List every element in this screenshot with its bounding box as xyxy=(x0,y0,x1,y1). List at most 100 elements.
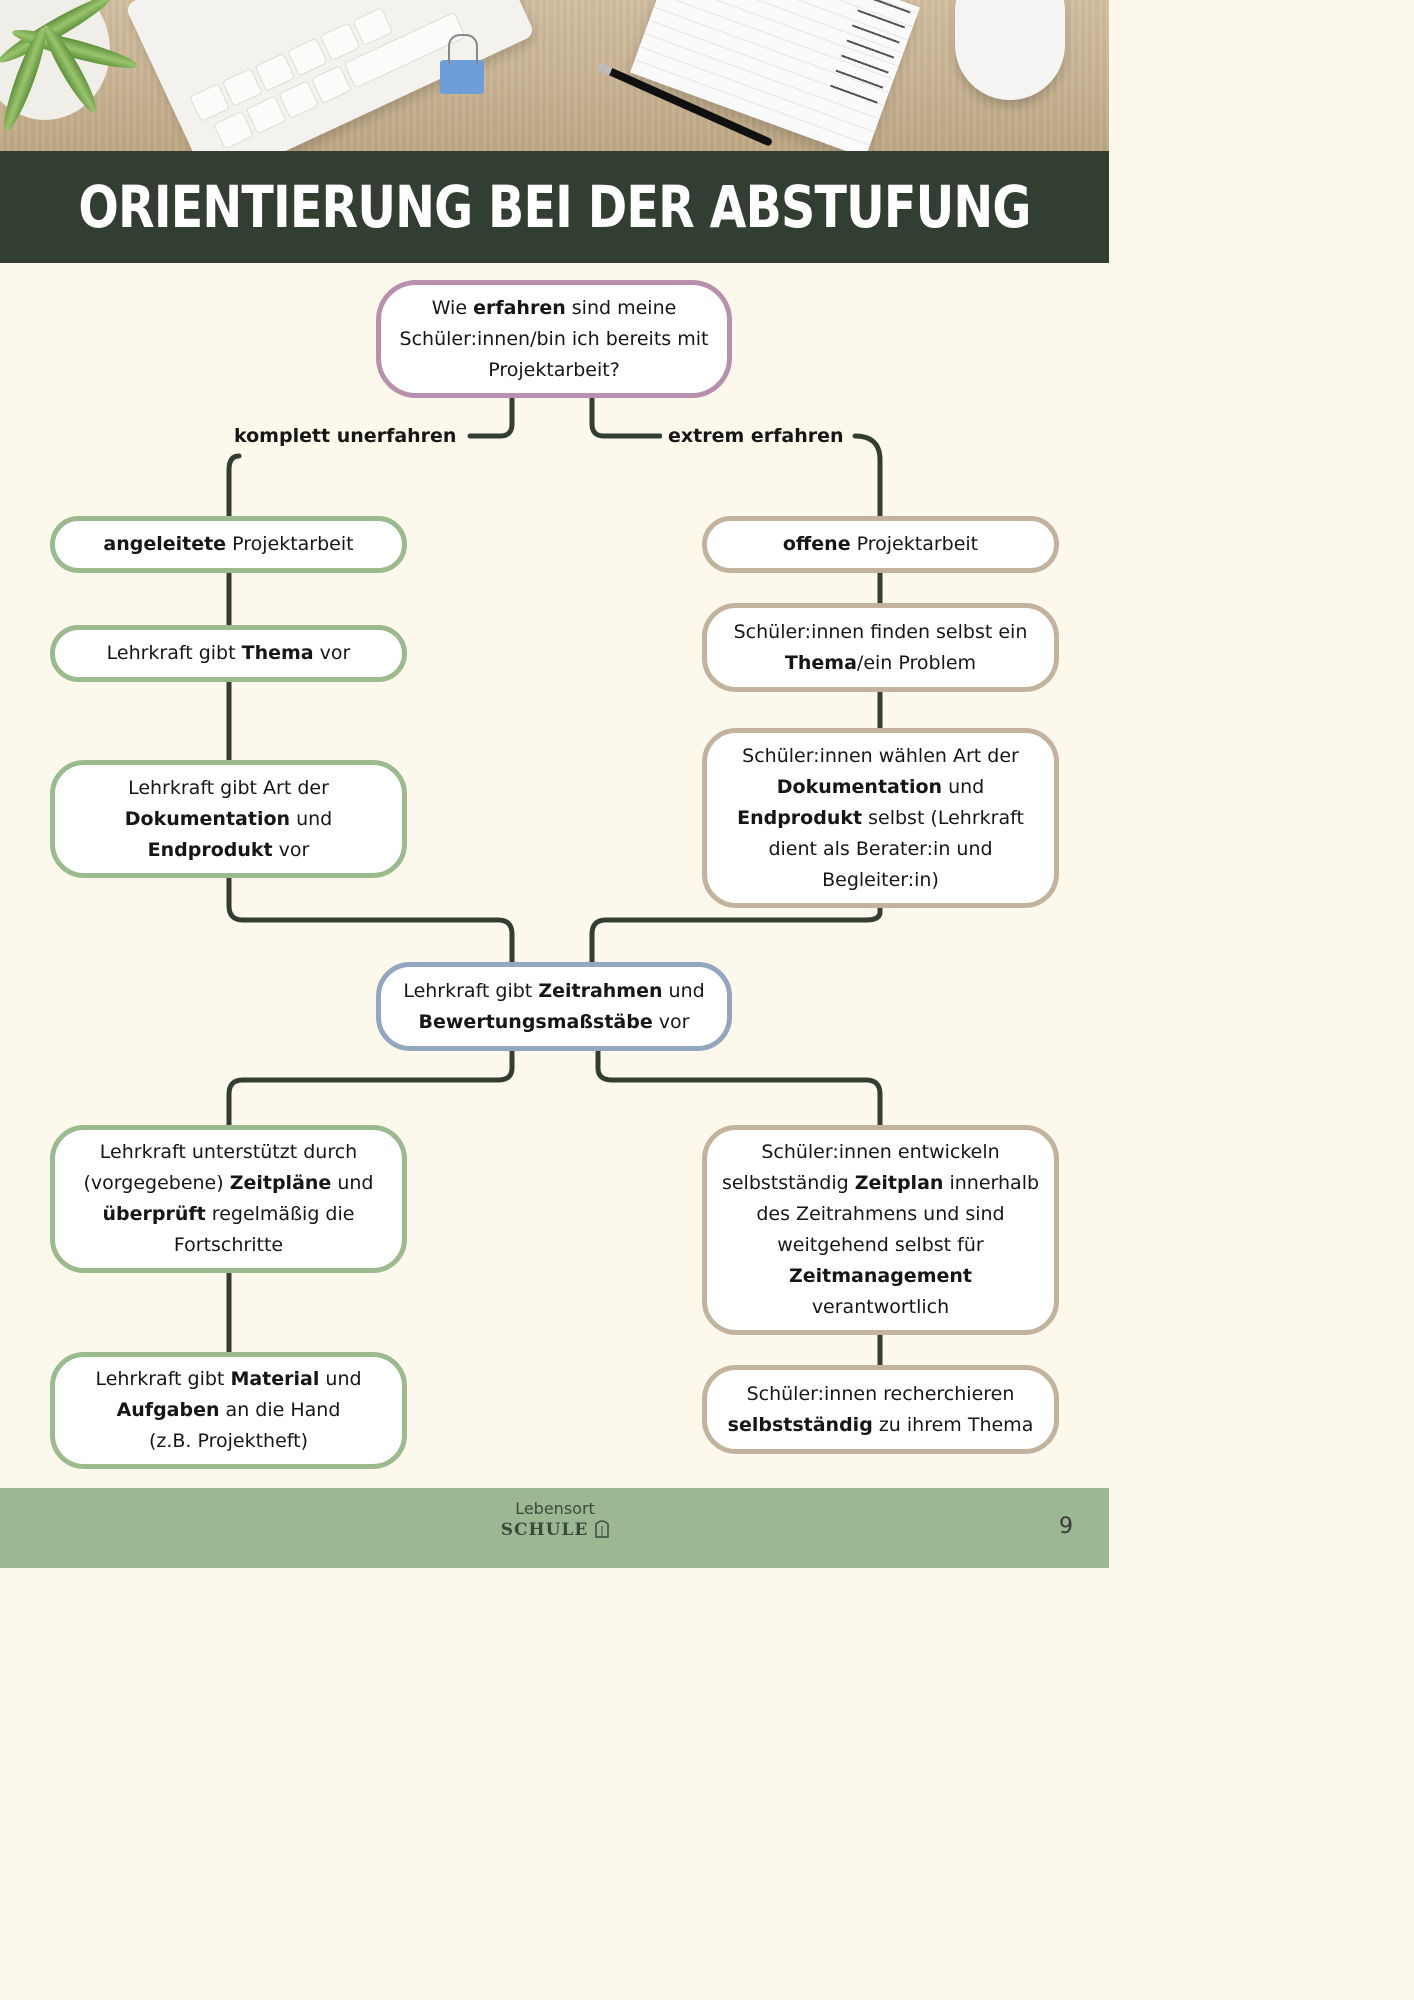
computer-mouse xyxy=(955,0,1065,100)
left-box-schedule: Lehrkraft unterstützt durch (vorgegebene… xyxy=(50,1125,407,1273)
text-part: /ein Problem xyxy=(856,651,977,674)
left-box-documentation: Lehrkraft gibt Art der Dokumentation und… xyxy=(50,760,407,878)
logo-bottom-text: SCHULE xyxy=(490,1518,620,1541)
connector-right-to-middle xyxy=(589,905,883,967)
logo-wordmark: SCHULE xyxy=(500,1520,589,1540)
question-text: Wie erfahren sind meine Schüler:innen/bi… xyxy=(400,293,709,386)
right-box-text: Schüler:innen entwickeln selbstständig Z… xyxy=(722,1137,1039,1323)
footer: Lebensort SCHULE 9 xyxy=(0,1488,1109,1568)
text-part: regelmäßig die xyxy=(205,1203,355,1225)
text-part: und xyxy=(319,1368,362,1390)
connector-question-right xyxy=(589,395,663,439)
question-text-part: sind meine xyxy=(565,296,677,319)
left-box-material: Lehrkraft gibt Material und Aufgaben an … xyxy=(50,1352,407,1469)
keyword: Zeitmanagement xyxy=(788,1265,972,1287)
text-part: Lehrkraft gibt Art der xyxy=(128,776,329,799)
right-box-research: Schüler:innen recherchieren selbstständi… xyxy=(702,1365,1059,1454)
text-part: Projektarbeit xyxy=(226,533,354,555)
header-photo xyxy=(0,0,1109,151)
right-box-text: offene Projektarbeit xyxy=(783,529,978,560)
text-part: Projektarbeit xyxy=(850,533,979,555)
question-text-part: Wie xyxy=(431,296,474,319)
text-part: (vorgegebene) xyxy=(83,1172,230,1194)
keyword: Zeitpläne xyxy=(229,1172,332,1194)
keyword: Zeitplan xyxy=(854,1172,944,1194)
text-part: vor xyxy=(313,642,351,664)
branch-label-inexperienced: komplett unerfahren xyxy=(228,423,463,449)
right-box-topic: Schüler:innen finden selbst ein Thema/ei… xyxy=(702,603,1059,692)
connector-middle-to-left xyxy=(226,1047,515,1130)
text-part: dient als Berater:in und xyxy=(768,837,993,860)
keyword: Endprodukt xyxy=(147,838,273,861)
left-box-topic: Lehrkraft gibt Thema vor xyxy=(50,625,407,682)
text-part: Fortschritte xyxy=(173,1234,284,1256)
door-icon xyxy=(595,1520,610,1538)
left-box-guided-project: angeleitete Projektarbeit xyxy=(50,516,407,573)
flow-connectors xyxy=(226,395,883,1370)
keyword: Dokumentation xyxy=(124,807,291,830)
text-part: Lehrkraft gibt xyxy=(106,642,242,664)
text-part: innerhalb xyxy=(943,1172,1040,1194)
page-title: ORIENTIERUNG BEI DER ABSTUFUNG xyxy=(78,173,1031,241)
text-part: Begleiter:in) xyxy=(822,868,939,891)
text-part: Schüler:innen finden selbst ein xyxy=(733,620,1028,643)
left-box-text: Lehrkraft gibt Thema vor xyxy=(107,638,351,669)
keyword: angeleitete xyxy=(103,533,227,555)
keyword: Aufgaben xyxy=(116,1399,220,1421)
text-part: und xyxy=(662,979,705,1002)
text-part: Lehrkraft gibt xyxy=(403,979,539,1002)
text-part: zu ihrem Thema xyxy=(872,1413,1034,1436)
middle-box-timeframe: Lehrkraft gibt Zeitrahmen und Bewertungs… xyxy=(376,962,732,1051)
question-box: Wie erfahren sind meine Schüler:innen/bi… xyxy=(376,280,732,398)
text-part: Lehrkraft unterstützt durch xyxy=(99,1141,358,1163)
title-band: ORIENTIERUNG BEI DER ABSTUFUNG xyxy=(0,151,1109,263)
text-part: Schüler:innen recherchieren xyxy=(746,1382,1015,1405)
right-box-text: Schüler:innen recherchieren selbstständi… xyxy=(728,1379,1034,1441)
keyword: Material xyxy=(230,1368,320,1390)
branch-label-experienced: extrem erfahren xyxy=(662,423,850,449)
keyword: überprüft xyxy=(102,1203,206,1225)
right-box-schedule: Schüler:innen entwickeln selbstständig Z… xyxy=(702,1125,1059,1335)
text-part: vor xyxy=(652,1010,690,1033)
connector-question-left xyxy=(467,395,515,439)
text-part: Schüler:innen wählen Art der xyxy=(742,744,1019,767)
binder-clip xyxy=(440,34,484,94)
text-part: an die Hand xyxy=(219,1399,341,1421)
text-part: selbst (Lehrkraft xyxy=(862,806,1024,829)
question-keyword: erfahren xyxy=(473,296,566,319)
left-box-text: Lehrkraft unterstützt durch (vorgegebene… xyxy=(84,1137,374,1261)
right-box-documentation: Schüler:innen wählen Art der Dokumentati… xyxy=(702,728,1059,908)
left-box-text: Lehrkraft gibt Art der Dokumentation und… xyxy=(125,773,332,866)
right-box-open-project: offene Projektarbeit xyxy=(702,516,1059,573)
connector-left-branch xyxy=(226,453,242,521)
text-part: Lehrkraft gibt xyxy=(95,1368,231,1390)
text-part: und xyxy=(942,775,985,798)
connector-right-branch xyxy=(852,433,883,521)
page-number: 9 xyxy=(1059,1514,1073,1539)
left-box-text: Lehrkraft gibt Material und Aufgaben an … xyxy=(95,1364,361,1457)
question-text-part: Schüler:innen/bin ich bereits mit xyxy=(399,327,709,350)
brand-logo: Lebensort SCHULE xyxy=(490,1500,620,1541)
keyword: Dokumentation xyxy=(776,775,943,798)
keyword: Thema xyxy=(241,642,314,664)
connector-left-to-middle xyxy=(226,873,515,967)
text-part: Schüler:innen entwickeln xyxy=(761,1141,1000,1163)
text-part: selbstständig xyxy=(721,1172,855,1194)
left-box-text: angeleitete Projektarbeit xyxy=(103,529,353,560)
keyword: Endprodukt xyxy=(737,806,863,829)
keyword: Zeitrahmen xyxy=(538,979,663,1002)
logo-top-text: Lebensort xyxy=(515,1499,595,1518)
keyword: selbstständig xyxy=(727,1413,873,1436)
text-part: vor xyxy=(272,838,310,861)
question-text-part: Projektarbeit? xyxy=(488,358,620,381)
keyword: offene xyxy=(782,533,851,555)
keyword: Thema xyxy=(784,651,857,674)
text-part: verantwortlich xyxy=(811,1296,950,1318)
text-part: des Zeitrahmens und sind xyxy=(756,1203,1005,1225)
keyword: Bewertungsmaßstäbe xyxy=(418,1010,653,1033)
text-part: und xyxy=(331,1172,374,1194)
middle-box-text: Lehrkraft gibt Zeitrahmen und Bewertungs… xyxy=(403,976,704,1038)
right-box-text: Schüler:innen finden selbst ein Thema/ei… xyxy=(734,617,1028,679)
right-box-text: Schüler:innen wählen Art der Dokumentati… xyxy=(737,741,1024,896)
text-part: weitgehend selbst für xyxy=(777,1234,984,1256)
